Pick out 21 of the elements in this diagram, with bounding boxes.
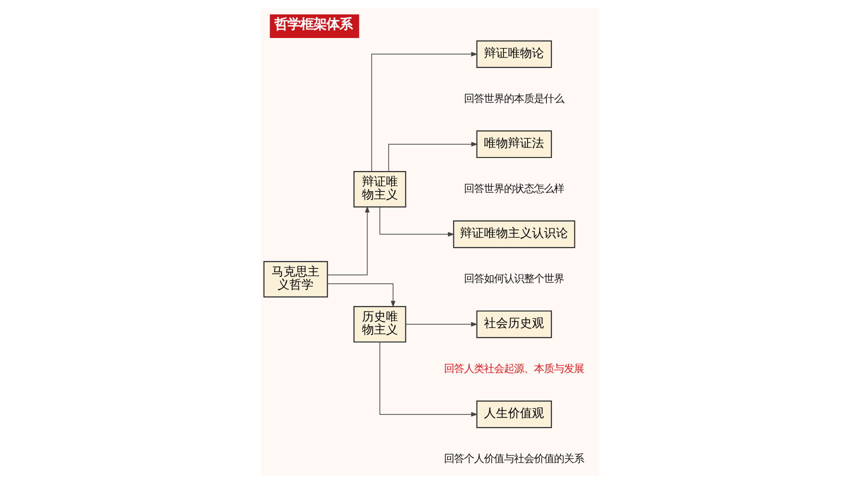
arrow	[371, 52, 478, 172]
node-box: 历史唯物主义	[353, 306, 406, 343]
node-label: 回答世界的本质是什么	[464, 92, 564, 105]
arrow	[327, 206, 370, 276]
arrow	[405, 322, 478, 327]
node-label: 回答人类社会起源、本质与发展	[444, 363, 584, 376]
arrow	[379, 206, 455, 237]
node-label: 回答如何认识整个世界	[464, 273, 564, 285]
node-label: 回答个人价值与社会价值的关系	[444, 453, 584, 466]
node-box: 人生价值观	[476, 400, 552, 428]
node-box: 社会历史观	[476, 310, 552, 338]
node-box: 辩证唯物主义	[353, 170, 406, 208]
node-box: 辩证唯物主义认识论	[453, 220, 576, 248]
node-label: 回答世界的状态怎么样	[464, 182, 564, 195]
node-box: 唯物辩证法	[476, 130, 552, 158]
node-box: 辩证唯物论	[476, 40, 552, 68]
arrow	[327, 283, 396, 308]
diagram-title: 哲学框架体系	[274, 18, 353, 33]
node-box: 马克思主义哲学	[263, 261, 328, 298]
arrow	[388, 142, 478, 172]
arrow	[379, 342, 478, 417]
